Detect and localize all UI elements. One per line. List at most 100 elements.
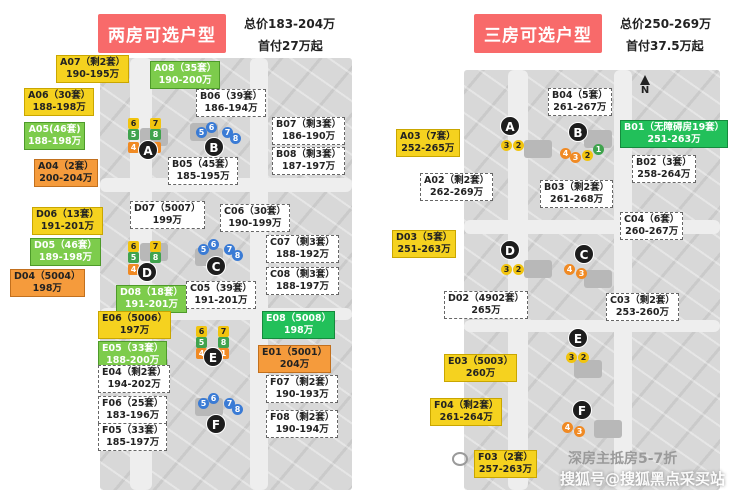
callout-a03: A03（7套） 252-265万	[396, 129, 460, 157]
callout-f06: F06（25套） 183-196万	[98, 396, 168, 424]
unit-e08: 8	[218, 337, 229, 348]
wechat-icon	[452, 452, 468, 466]
two-bedroom-down-payment: 首付27万起	[258, 39, 323, 53]
unit-b02: 2	[582, 150, 593, 161]
callout-b07: B07（剩3套） 186-190万	[272, 117, 346, 145]
unit-f03: 3	[574, 426, 585, 437]
callout-a06: A06（30套） 188-198万	[24, 88, 95, 116]
unit-e05: 5	[196, 337, 207, 348]
callout-d07: D07（5007） 199万	[130, 201, 205, 229]
callout-c06: C06（30套） 190-199万	[220, 204, 290, 232]
callout-b02: B02（3套） 258-264万	[632, 155, 696, 183]
unit-a05: 5	[128, 129, 139, 140]
callout-a04: A04（2套） 200-204万	[34, 159, 98, 187]
unit-b08: 8	[230, 133, 241, 144]
unit-d03: 3	[501, 264, 512, 275]
unit-b06: 6	[206, 122, 217, 133]
watermark-text: 搜狐号@搜狐黑点采买站	[560, 470, 726, 488]
unit-a07: 7	[150, 118, 161, 129]
unit-f04: 4	[562, 422, 573, 433]
unit-f08: 8	[232, 404, 243, 415]
callout-b04: B04（5套） 261-267万	[548, 88, 612, 116]
unit-e07: 7	[218, 326, 229, 337]
building-d-marker: D	[137, 262, 157, 282]
building-f-marker: F	[206, 414, 226, 434]
building-c-marker-3br: C	[574, 244, 594, 264]
unit-a03: 3	[501, 140, 512, 151]
unit-d07: 7	[150, 241, 161, 252]
callout-e04: E04（剩2套） 194-202万	[98, 365, 171, 393]
two-bedroom-total-price: 总价183-204万	[244, 17, 336, 31]
callout-a08: A08（35套） 190-200万	[150, 61, 221, 89]
building-b-marker-3br: B	[568, 122, 588, 142]
unit-e03: 3	[566, 352, 577, 363]
unit-d05: 5	[128, 252, 139, 263]
unit-a08: 8	[150, 129, 161, 140]
callout-b05: B05（45套） 185-195万	[168, 157, 239, 185]
callout-b08: B08（剩3套） 187-197万	[272, 147, 346, 175]
callout-b06: B06（39套） 186-194万	[196, 89, 267, 117]
unit-b03: 3	[570, 152, 581, 163]
callout-f03: F03（2套） 257-263万	[474, 450, 537, 478]
building-a-marker-3br: A	[500, 116, 520, 136]
building-a-marker: A	[138, 140, 158, 160]
callout-e01: E01（5001） 204万	[258, 345, 332, 373]
unit-f06: 6	[208, 393, 219, 404]
callout-f05: F05（33套） 185-197万	[98, 423, 168, 451]
unit-c03: 3	[576, 268, 587, 279]
callout-b01: B01（无障碍房19套） 251-263万	[620, 120, 729, 148]
callout-f07: F07（剩2套） 190-193万	[266, 375, 339, 403]
tip-overlay-text: 深房主抵房5-7折	[568, 451, 678, 467]
three-bedroom-title: 三房可选户型	[474, 14, 602, 53]
unit-b01: 1	[593, 144, 604, 155]
callout-e08: E08（5008） 198万	[262, 311, 336, 339]
callout-d06: D06（13套） 191-201万	[32, 207, 103, 235]
callout-a07: A07（剩2套） 190-195万	[56, 55, 130, 83]
unit-b05: 5	[196, 127, 207, 138]
unit-b04: 4	[560, 148, 571, 159]
callout-b03: B03（剩2套） 261-268万	[540, 180, 614, 208]
unit-a02: 2	[513, 140, 524, 151]
callout-e05: E05（33套） 188-200万	[98, 341, 168, 369]
unit-b07: 7	[222, 127, 233, 138]
callout-f04: F04（剩2套） 261-264万	[430, 398, 503, 426]
callout-c07: C07（剩3套） 188-192万	[266, 235, 339, 263]
callout-c03: C03（剩2套） 253-260万	[606, 293, 679, 321]
callout-e03: E03（5003） 260万	[444, 354, 518, 382]
unit-a06: 6	[128, 118, 139, 129]
unit-e01: 1	[218, 348, 229, 359]
callout-a05: A05(46套) 188-198万	[24, 122, 86, 150]
callout-e06: E06（5006） 197万	[98, 311, 172, 339]
building-e-marker-3br: E	[568, 328, 588, 348]
three-bedroom-down-payment: 首付37.5万起	[626, 39, 704, 53]
unit-e02: 2	[578, 352, 589, 363]
callout-a02: A02（剩2套） 262-269万	[420, 173, 494, 201]
callout-d05: D05（46套） 189-198万	[30, 238, 101, 266]
two-bedroom-panel: 两房可选户型 总价183-204万 首付27万起 6 7 5 8 4 1 A 5…	[10, 14, 352, 490]
unit-c08: 8	[232, 250, 243, 261]
unit-c05: 5	[198, 244, 209, 255]
callout-c05: C05（39套） 191-201万	[186, 281, 256, 309]
north-compass-icon: N	[640, 75, 650, 96]
callout-d04: D04（5004） 198万	[10, 269, 85, 297]
callout-d03: D03（5套） 251-263万	[392, 230, 457, 258]
unit-a04: 4	[128, 142, 139, 153]
three-bedroom-total-price: 总价250-269万	[620, 17, 712, 31]
unit-c04: 4	[564, 264, 575, 275]
unit-d08: 8	[150, 252, 161, 263]
unit-f05: 5	[198, 398, 209, 409]
unit-c06: 6	[208, 239, 219, 250]
unit-e04: 4	[196, 348, 207, 359]
unit-c07: 7	[224, 244, 235, 255]
two-bedroom-title: 两房可选户型	[98, 14, 226, 53]
building-d-marker-3br: D	[500, 240, 520, 260]
building-e-marker: E	[203, 347, 223, 367]
building-b-marker: B	[204, 137, 224, 157]
building-f-marker-3br: F	[572, 400, 592, 420]
callout-d08: D08（18套） 191-201万	[116, 285, 187, 313]
unit-d02: 2	[513, 264, 524, 275]
callout-c04: C04（6套） 260-267万	[620, 212, 684, 240]
callout-d02: D02（4902套） 265万	[444, 291, 529, 319]
unit-d04: 4	[128, 264, 139, 275]
callout-f08: F08（剩2套） 190-194万	[266, 410, 339, 438]
